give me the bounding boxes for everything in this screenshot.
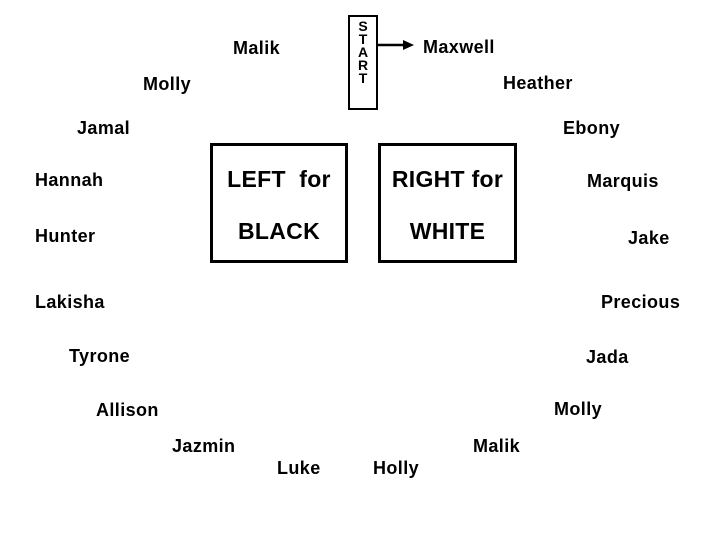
start-letter: T [358,70,368,86]
name-marquis: Marquis [587,171,659,191]
name-allison: Allison [96,400,159,420]
right-box-instruction: RIGHT for [391,166,504,192]
start-letter: A [357,44,369,60]
start-letter: R [357,57,369,73]
left-box-category: BLACK [238,218,320,244]
name-precious: Precious [601,292,681,312]
right-box-category: WHITE [409,218,486,244]
name-lakisha: Lakisha [35,292,105,312]
right-for-white-box: RIGHT for WHITE [378,143,517,263]
left-box-instruction: LEFT for [227,166,331,192]
name-luke: Luke [277,458,321,478]
name-jada: Jada [586,347,629,367]
name-jamal: Jamal [77,118,131,138]
name-molly-upper-left: Molly [143,74,192,94]
name-malik-lower-right: Malik [473,436,521,456]
name-jake: Jake [628,228,670,248]
start-box: S T A R T [348,15,378,110]
name-jazmin: Jazmin [172,436,236,456]
name-maxwell: Maxwell [423,37,495,57]
start-letter: S [358,18,368,34]
name-malik-top: Malik [233,38,281,58]
left-for-black-box: LEFT for BLACK [210,143,348,263]
name-hannah: Hannah [35,170,104,190]
name-ebony: Ebony [563,118,621,138]
name-hunter: Hunter [35,226,96,246]
right-arrow-icon [378,40,414,50]
name-tyrone: Tyrone [69,346,131,366]
name-heather: Heather [503,73,573,93]
start-letter: T [358,31,368,47]
name-holly: Holly [373,458,420,478]
name-molly-lower-right: Molly [554,399,603,419]
